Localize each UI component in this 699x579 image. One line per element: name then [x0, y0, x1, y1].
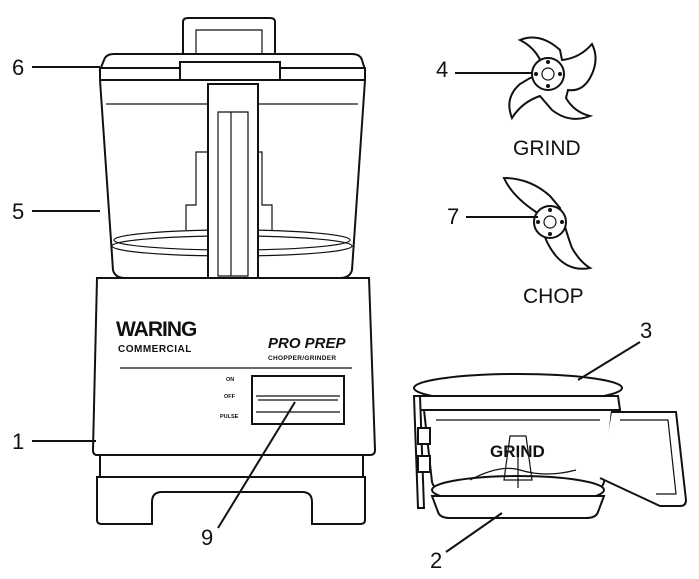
callout-2-number: 2 — [430, 548, 442, 573]
grind-blade-center — [541, 67, 555, 81]
callout-3-leader — [577, 341, 641, 381]
chop-blade-center — [543, 215, 557, 229]
callout-9-number: 9 — [201, 525, 213, 550]
callout-4-number: 4 — [436, 57, 448, 82]
callout-1-number: 1 — [12, 429, 24, 454]
chop-rivet-4 — [536, 220, 540, 224]
switch-on-label: ON — [226, 377, 234, 383]
bowl-handle — [207, 83, 259, 293]
chop-rivet-2 — [560, 220, 564, 224]
grind-rivet-4 — [534, 72, 538, 76]
callout-6-number: 6 — [12, 55, 24, 80]
lid-handle-detail — [195, 29, 263, 57]
callout-2-leader — [445, 512, 503, 553]
model-subtitle: CHOPPER/GRINDER — [268, 355, 336, 362]
detached-bowl-base — [430, 495, 606, 519]
chop-rivet-1 — [548, 208, 552, 212]
callout-7-number: 7 — [447, 204, 459, 229]
detached-bowl-handle-inner — [620, 419, 677, 495]
detached-bowl-clip-left — [412, 395, 426, 509]
chop-blade-hub — [533, 205, 567, 239]
grind-blade-label: GRIND — [513, 137, 581, 160]
detached-bowl: GRIND — [412, 373, 688, 519]
lid-handle — [182, 17, 276, 58]
model-name: PRO PREP — [268, 335, 347, 352]
detached-bowl-label: GRIND — [490, 442, 545, 461]
brand-subtitle: COMMERCIAL — [118, 344, 192, 355]
grind-rivet-3 — [546, 84, 550, 88]
detached-bowl-latch-1 — [417, 427, 431, 445]
detached-bowl-rim — [414, 395, 622, 411]
grind-blade: GRIND — [508, 36, 597, 160]
grind-rivet-2 — [558, 72, 562, 76]
detached-bowl-blade — [469, 448, 577, 488]
detached-bowl-latch-2 — [417, 455, 431, 473]
detached-bowl-shaft — [503, 435, 533, 481]
detached-bowl-handle — [599, 411, 688, 507]
chop-blade: CHOP — [502, 176, 593, 308]
switch-pulse-label: PULSE — [220, 414, 239, 420]
base-foot-band — [99, 454, 364, 478]
callouts: 6 5 1 9 4 7 3 2 — [12, 55, 652, 573]
motor-base — [91, 277, 377, 456]
switch-rocker — [256, 395, 340, 413]
callout-9-leader — [217, 401, 296, 529]
chop-rivet-3 — [548, 232, 552, 236]
bowl-handle-inner — [217, 111, 249, 277]
chop-blade-label: CHOP — [523, 285, 584, 308]
grind-rivet-1 — [546, 60, 550, 64]
switch-off-label: OFF — [224, 394, 236, 400]
callout-3-number: 3 — [640, 318, 652, 343]
base-feet — [96, 476, 366, 525]
food-processor-unit: WARING COMMERCIAL PRO PREP CHOPPER/GRIND… — [91, 17, 377, 525]
callout-5-number: 5 — [12, 199, 24, 224]
brand-logo: WARING — [116, 318, 197, 341]
